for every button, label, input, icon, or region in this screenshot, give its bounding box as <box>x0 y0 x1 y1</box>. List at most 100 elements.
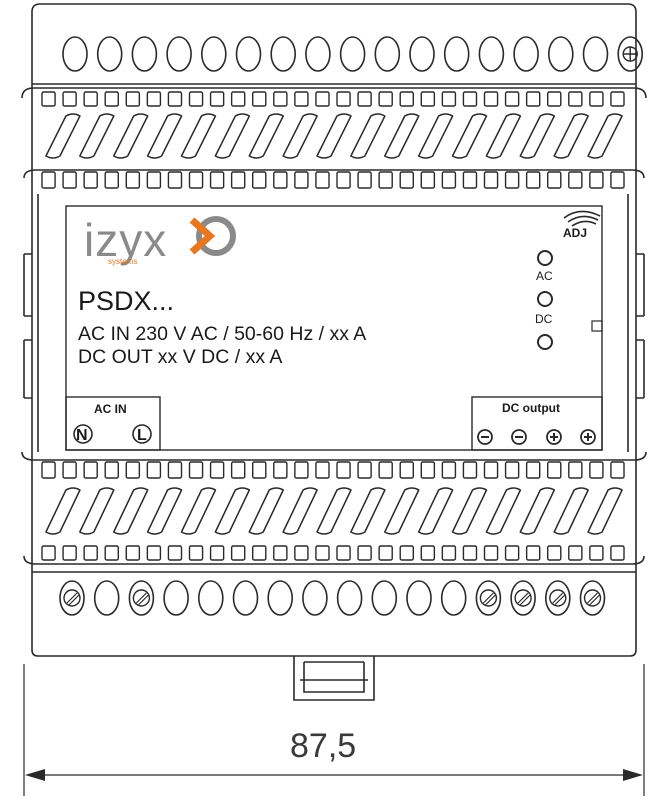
terminal-slot <box>478 36 505 72</box>
screw-head-icon <box>479 589 498 607</box>
dc-output-terminal-box: DC output <box>471 396 603 451</box>
vent-slot <box>180 487 217 535</box>
terminal-slot <box>235 36 262 72</box>
vent-tooth <box>252 545 267 561</box>
vent-slot <box>45 113 81 159</box>
vent-slot <box>316 113 352 159</box>
vent-slot <box>553 487 589 535</box>
terminal-slot <box>409 36 435 72</box>
terminal-slot <box>166 36 192 72</box>
vent-tooth <box>568 461 583 479</box>
vent-tooth <box>167 545 183 561</box>
vent-slot <box>587 487 623 535</box>
vent-slot <box>248 113 284 159</box>
vent-tooth <box>462 91 478 107</box>
vent-tooth <box>146 461 162 479</box>
width-dimension: 87,5 <box>23 664 645 796</box>
model-name: PSDX... <box>78 286 174 316</box>
vent-tooth <box>483 545 499 561</box>
screw-slot-icon <box>517 592 531 606</box>
vent-tooth <box>504 545 520 561</box>
vent-tooth <box>294 461 309 479</box>
terminal-slot <box>302 580 328 616</box>
dc-output-label: DC output <box>502 401 560 415</box>
terminal-slot <box>371 580 398 616</box>
vent-tooth <box>83 171 98 189</box>
vent-tooth <box>252 461 267 479</box>
vent-tooth <box>441 461 457 479</box>
vent-tooth <box>315 545 330 561</box>
terminal-slot <box>163 580 189 616</box>
vent-tooth <box>209 461 225 479</box>
vent-tooth <box>399 461 414 479</box>
left-side-notches <box>23 253 32 399</box>
vent-tooth <box>188 545 204 561</box>
terminal-slot <box>270 36 297 72</box>
vent-slot <box>282 113 318 159</box>
vent-tooth <box>547 91 562 107</box>
vent-tooth <box>610 171 625 189</box>
vent-tooth <box>441 545 457 561</box>
vent-tooth <box>104 545 119 561</box>
vent-tooth <box>252 91 267 107</box>
terminal-slot <box>339 36 366 72</box>
vent-tooth <box>230 461 246 479</box>
ac-in-label: AC IN <box>94 402 127 416</box>
vent-slot <box>451 113 488 159</box>
plus-terminal-icon <box>546 429 562 445</box>
vent-tooth <box>568 171 583 189</box>
vent-slot <box>45 487 81 535</box>
terminal-slot <box>201 36 227 72</box>
mid-lower-ledge <box>21 451 647 461</box>
vent-tooth <box>252 171 267 189</box>
vent-tooth <box>589 461 604 479</box>
front-label-panel: izyx systems PSDX... AC IN 230 V AC / 50… <box>65 205 603 451</box>
vent-tooth <box>420 461 436 479</box>
brand-mark-icon <box>189 216 236 256</box>
status-led <box>537 334 553 350</box>
vent-slot <box>587 113 623 159</box>
terminal-slot <box>579 580 606 616</box>
housing-outline <box>31 3 637 657</box>
terminal-slot <box>267 580 294 616</box>
vent-tooth <box>209 171 225 189</box>
terminal-slot <box>62 36 88 72</box>
vent-tooth <box>420 545 436 561</box>
dc-led-label: DC <box>535 312 553 326</box>
vent-tooth <box>104 171 119 189</box>
terminal-slot <box>617 36 644 72</box>
terminal-slot <box>547 36 574 72</box>
crosshead-icon <box>623 47 638 61</box>
screw-slot-icon <box>552 592 566 606</box>
vent-tooth <box>146 91 162 107</box>
vent-slot <box>350 487 386 535</box>
vent-tooth <box>209 91 225 107</box>
vent-tooth <box>525 171 541 189</box>
vent-tooth <box>357 171 372 189</box>
neutral-terminal-icon <box>73 424 93 444</box>
vent-slot <box>180 113 217 159</box>
vent-tooth <box>315 171 330 189</box>
vent-tooth <box>104 461 119 479</box>
dimension-arrow-left <box>25 769 45 781</box>
dimension-value: 87,5 <box>290 727 356 765</box>
vent-tooth <box>188 461 204 479</box>
vent-tooth <box>589 171 604 189</box>
vent-slot <box>316 487 352 535</box>
terminal-slot <box>510 580 536 616</box>
vent-tooth <box>336 545 351 561</box>
screw-slot-icon <box>135 592 149 606</box>
vent-slot <box>248 487 284 535</box>
vent-tooth <box>315 91 330 107</box>
vent-slot <box>417 113 454 159</box>
minus-terminal-icon <box>511 429 527 445</box>
lower-vent-slots <box>45 487 623 535</box>
screw-head-icon <box>132 589 151 607</box>
vent-tooth <box>525 461 541 479</box>
vent-tooth <box>357 91 372 107</box>
vent-tooth <box>294 171 309 189</box>
upper-vent-teeth-lower <box>41 171 625 189</box>
lower-vent-teeth <box>41 461 625 479</box>
vent-tooth <box>273 171 288 189</box>
vent-tooth <box>83 91 98 107</box>
